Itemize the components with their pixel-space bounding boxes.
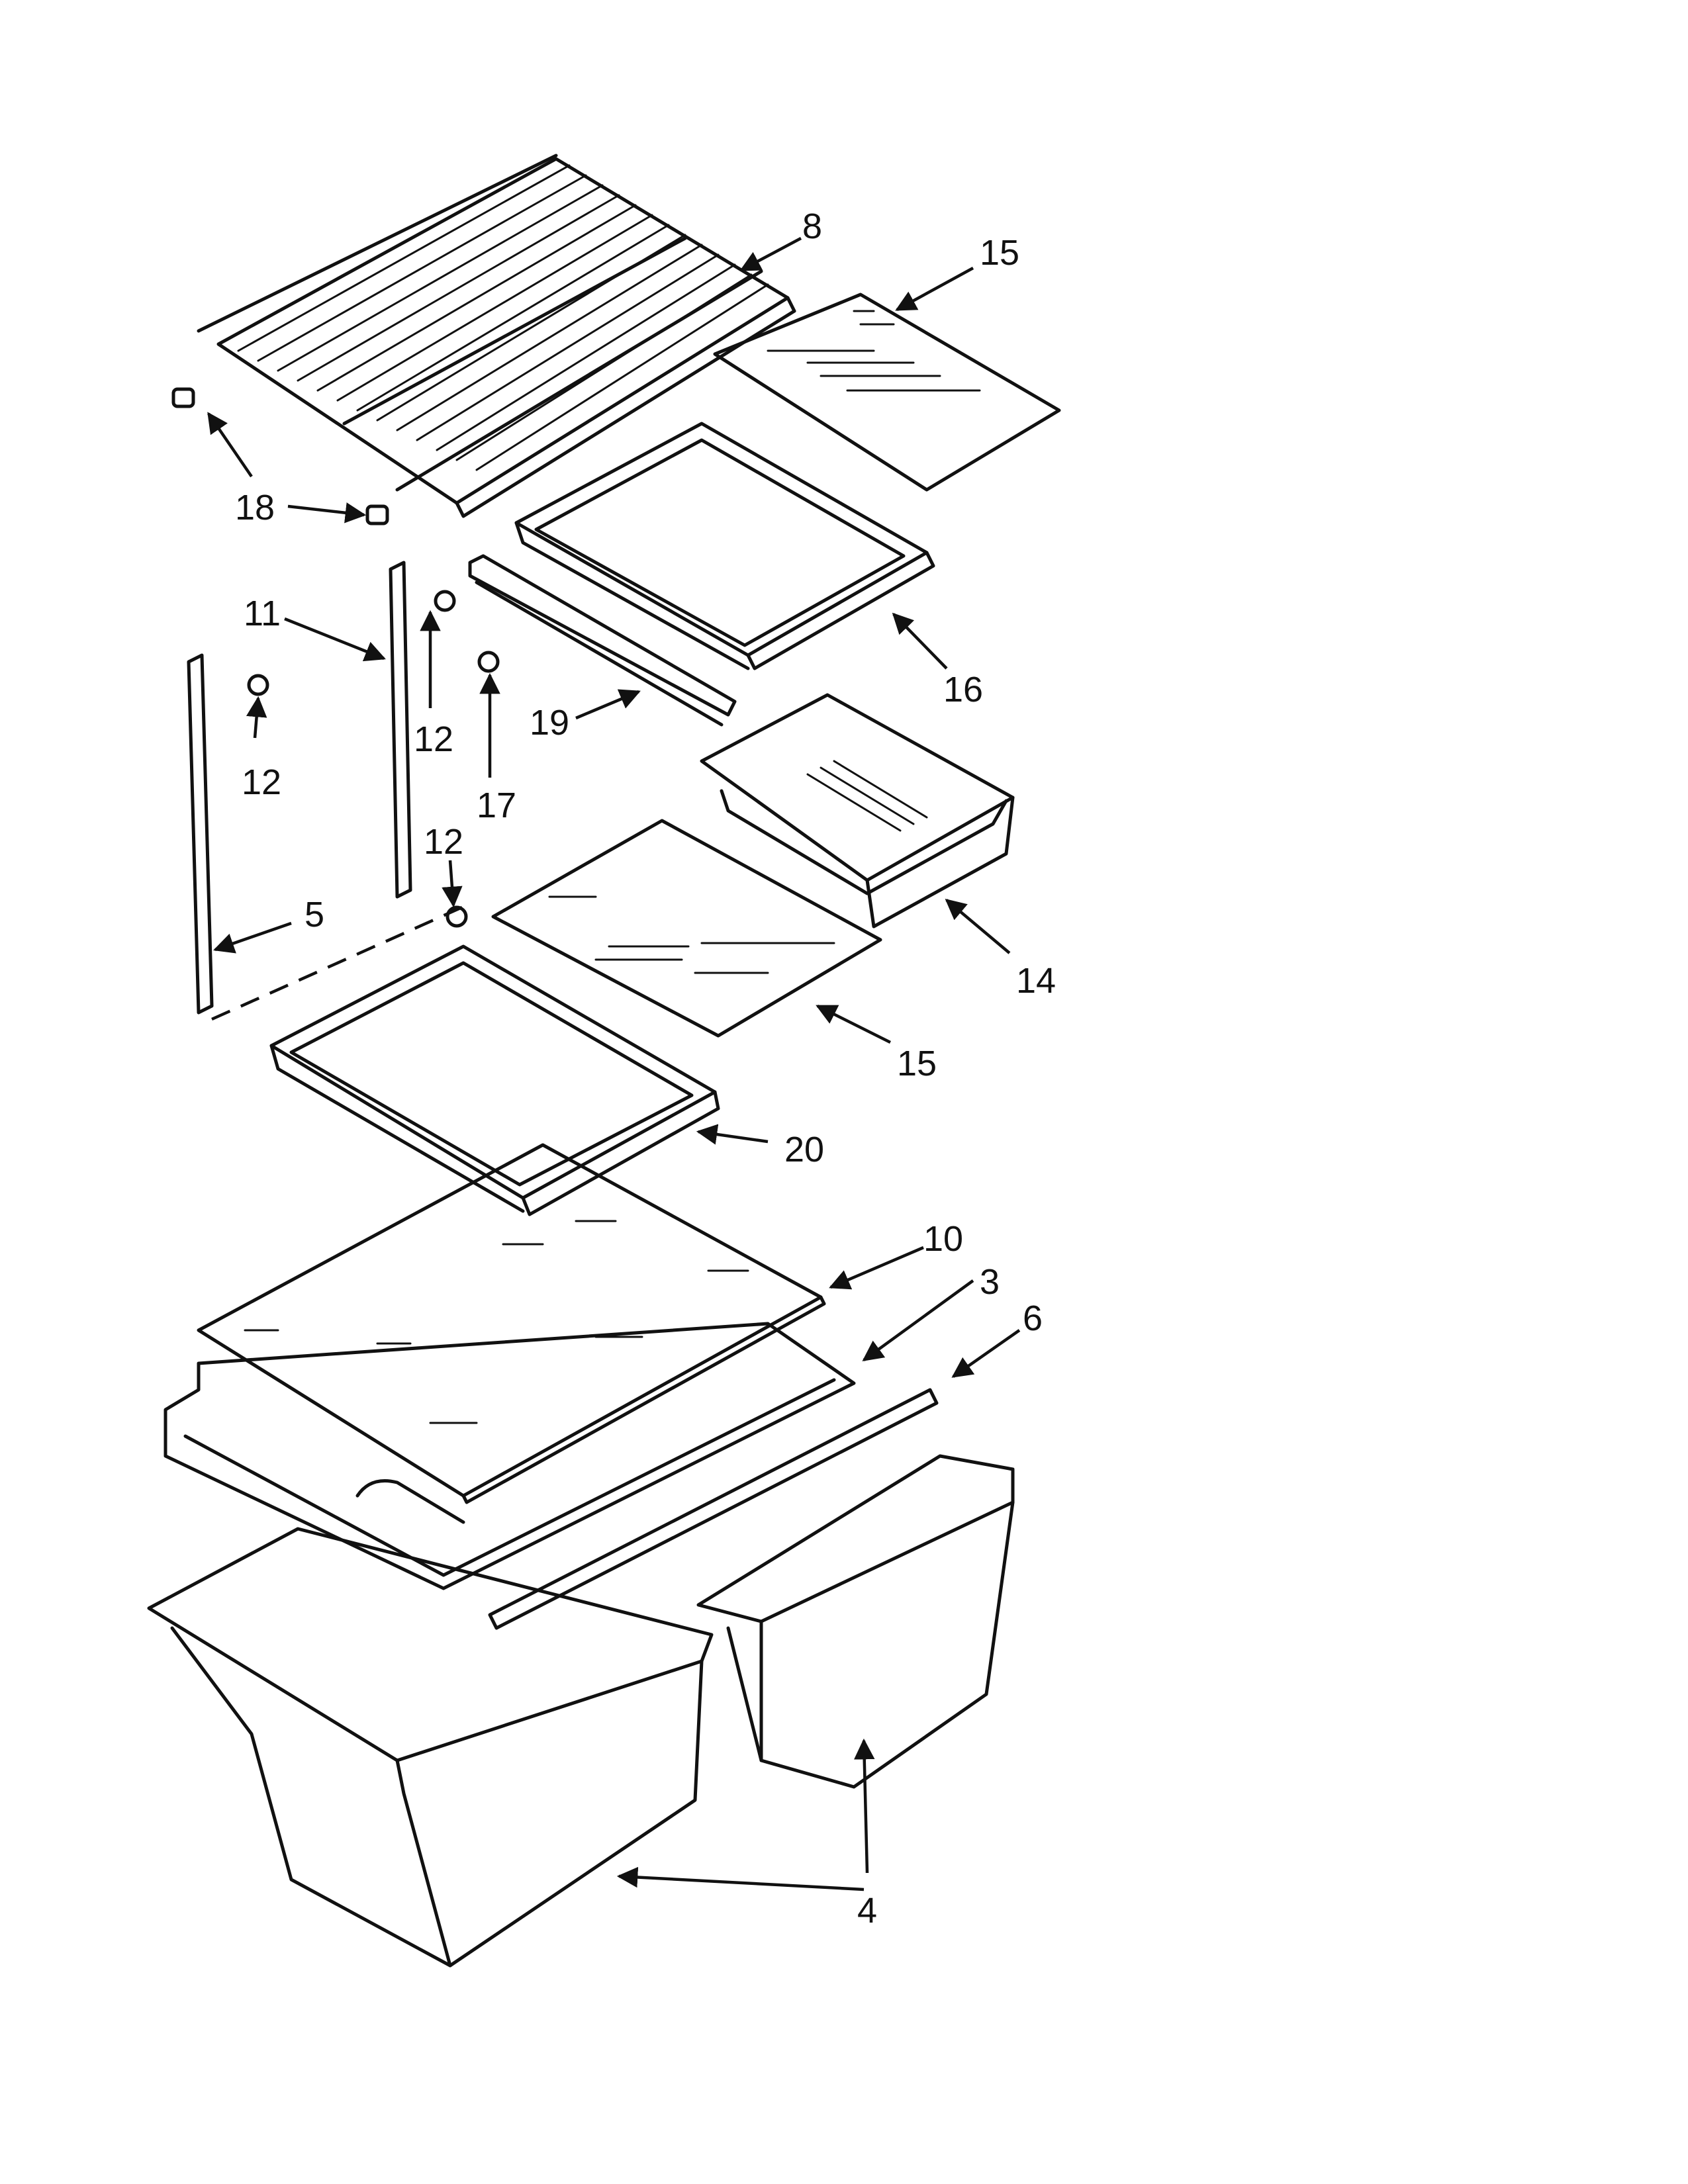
callout-11: 11 xyxy=(244,594,281,633)
callout-12-upper: 12 xyxy=(414,719,453,759)
shelf-peg-part-18 xyxy=(171,387,389,525)
callout-3: 3 xyxy=(980,1262,1000,1302)
callout-14: 14 xyxy=(1016,961,1056,1001)
crisper-drawer-part-4-right xyxy=(696,1454,1015,1789)
shelf-rail-part-11 xyxy=(389,561,412,899)
callout-12-lower: 12 xyxy=(424,822,463,862)
callout-16: 16 xyxy=(943,670,983,709)
leader-lines xyxy=(207,237,1021,1891)
callout-4: 4 xyxy=(857,1891,877,1931)
crisper-cover-part-3 xyxy=(164,1322,856,1590)
shelf-frame-part-20 xyxy=(269,944,720,1216)
callout-5: 5 xyxy=(305,895,324,934)
callout-6: 6 xyxy=(1023,1298,1043,1338)
callout-19: 19 xyxy=(530,703,569,743)
screw-part-17 xyxy=(477,651,500,673)
shelf-rail-part-5 xyxy=(187,653,464,1021)
shelf-frame-part-16 xyxy=(514,422,935,670)
callout-17: 17 xyxy=(477,786,516,825)
crisper-drawer-part-4-left xyxy=(147,1527,714,1968)
callout-20: 20 xyxy=(784,1130,824,1169)
callout-15-upper: 15 xyxy=(980,233,1019,273)
glass-shelf-part-10 xyxy=(197,1143,826,1504)
glass-panel-part-15-lower xyxy=(491,819,882,1038)
divider-part-6 xyxy=(488,1388,939,1630)
crisper-drawer-part-14 xyxy=(700,693,1015,929)
slide-rail-part-19 xyxy=(468,554,737,727)
callout-8: 8 xyxy=(802,206,822,246)
callout-18: 18 xyxy=(235,488,275,527)
callout-15-lower: 15 xyxy=(897,1044,937,1083)
callout-labels: 8 15 18 11 16 12 12 12 17 19 5 14 15 20 … xyxy=(235,206,1056,1931)
callout-10: 10 xyxy=(923,1219,963,1259)
wire-shelf-part-8 xyxy=(197,154,796,518)
glass-panel-part-15-upper xyxy=(713,293,1061,492)
callout-12-left: 12 xyxy=(242,762,281,802)
